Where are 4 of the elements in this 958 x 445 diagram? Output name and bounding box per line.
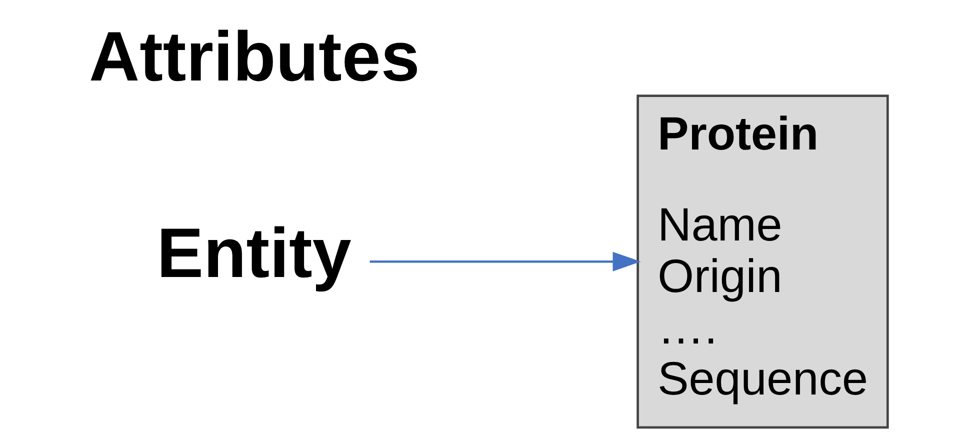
label: Attributes [89, 18, 420, 96]
node-text: Entity [156, 214, 352, 292]
arrow [370, 252, 641, 272]
node-box: Protein Name Origin …. Sequence [636, 94, 889, 429]
